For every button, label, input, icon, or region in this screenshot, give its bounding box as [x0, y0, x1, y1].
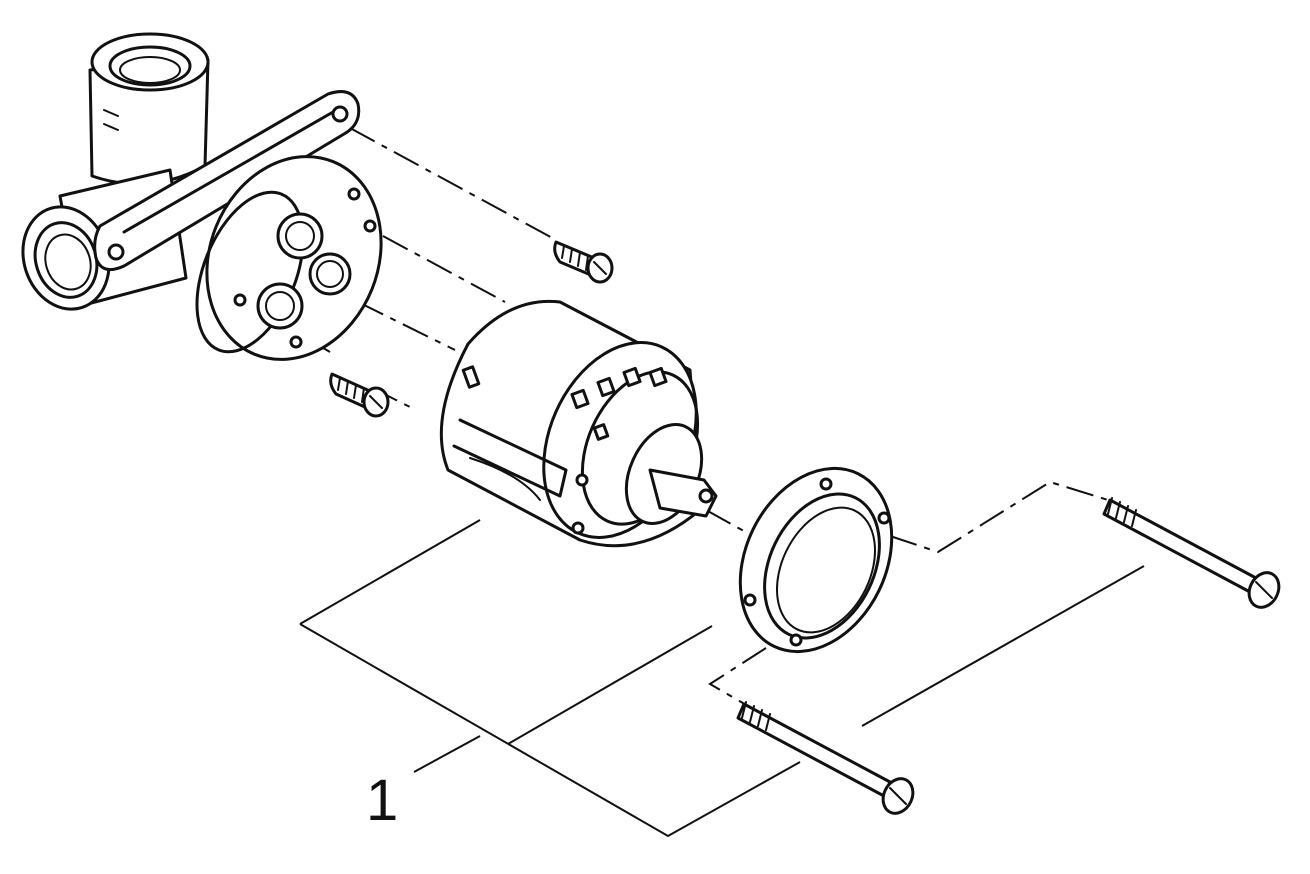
assembly-axis-lines: [317, 127, 1109, 707]
set-screw-lower: [329, 372, 390, 418]
long-screw-upper: [1102, 497, 1281, 609]
callout-number: 1: [366, 768, 399, 833]
long-screw-lower: [736, 701, 915, 815]
retaining-ring: [738, 466, 894, 654]
valve-body: [21, 32, 383, 361]
callout-leader-lines: [299, 519, 1145, 838]
set-screw-upper: [553, 240, 614, 284]
cartridge: [439, 299, 718, 548]
